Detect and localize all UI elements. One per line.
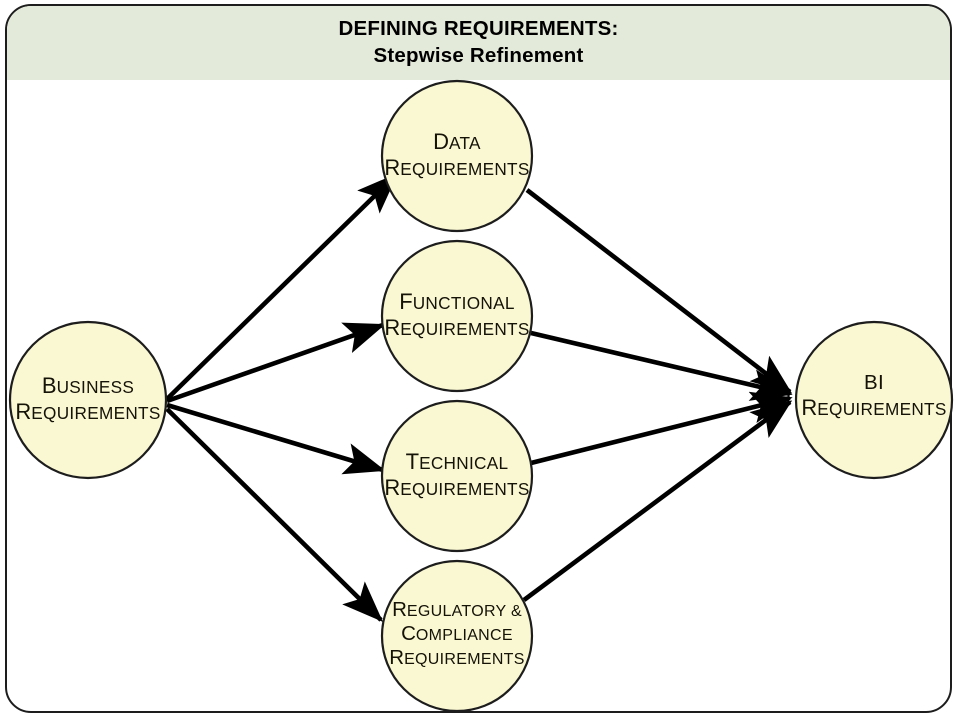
edge-business-to-regulatory [165, 407, 383, 622]
node-bi-requirements[interactable] [794, 320, 954, 480]
node-business-requirements[interactable] [8, 320, 168, 480]
edge-layer [165, 173, 793, 622]
node-layer [8, 79, 954, 713]
edge-business-to-technical [166, 402, 386, 475]
title-line-secondary: Stepwise Refinement [373, 44, 584, 68]
edge-data-to-bi [525, 188, 793, 394]
edge-business-to-data [165, 173, 398, 401]
edge-functional-to-bi [530, 330, 793, 401]
edge-business-to-functional [166, 322, 386, 404]
node-regulatory-compliance-requirements[interactable] [380, 559, 534, 713]
node-data-requirements[interactable] [380, 79, 534, 233]
title-banner [7, 6, 950, 80]
edge-technical-to-bi [530, 391, 793, 466]
node-technical-requirements[interactable] [380, 399, 534, 553]
page-title: DEFINING REQUIREMENTS: Stepwise Refineme… [7, 15, 950, 69]
title-line-primary: DEFINING REQUIREMENTS: [338, 17, 619, 40]
edge-regulatory-to-bi [522, 400, 793, 602]
node-functional-requirements[interactable] [380, 239, 534, 393]
